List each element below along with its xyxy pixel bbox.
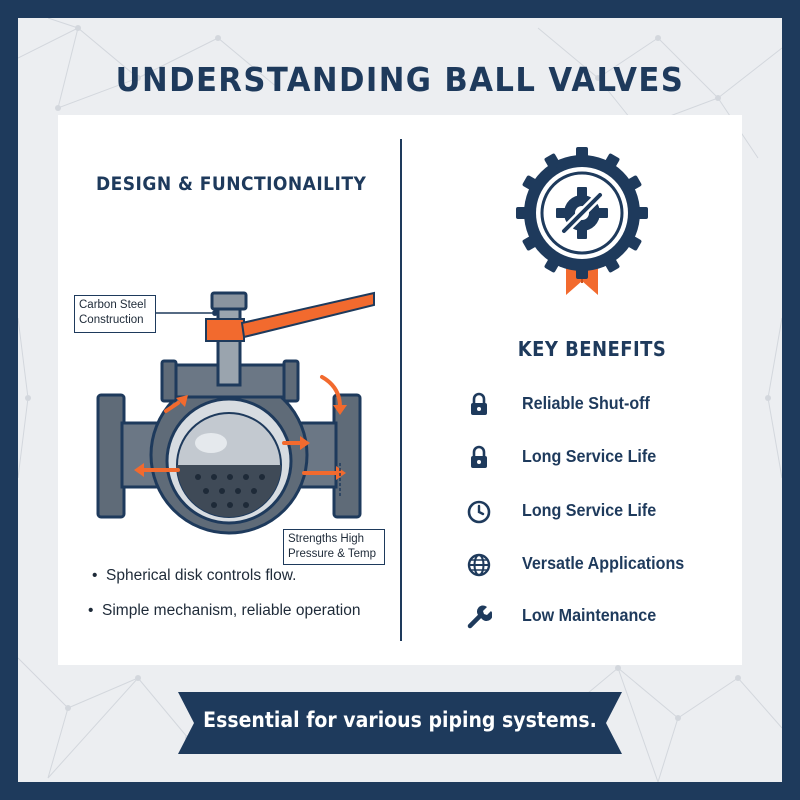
benefit-label: Long Service Life (522, 500, 657, 520)
page-title: UNDERSTANDING BALL VALVES (115, 60, 685, 99)
footer-banner: Essential for various piping systems. (178, 692, 622, 754)
benefit-item-reliable-shutoff: Reliable Shut-off (466, 389, 726, 419)
clock-icon (467, 500, 491, 524)
benefit-item-long-service-life: Long Service Life (466, 442, 726, 472)
benefit-label: Versatle Applications (522, 553, 685, 573)
banner-ribbon-shape (178, 692, 622, 754)
benefit-item-versatile-applications: Versatle Applications (466, 549, 726, 579)
infographic-frame: UNDERSTANDING BALL VALVES DESIGN & FUNCT… (18, 18, 782, 782)
key-benefits-heading: KEY BENEFITS (517, 337, 667, 361)
banner-text: Essential for various piping systems. (203, 708, 597, 732)
benefit-label: Reliable Shut-off (522, 393, 650, 413)
content-panel: DESIGN & FUNCTIONAILITY (58, 115, 742, 665)
design-heading: DESIGN & FUNCTIONAILITY (96, 173, 367, 195)
gear-wrench-badge-icon (516, 147, 648, 295)
callout-carbon-steel: Carbon Steel Construction (74, 295, 156, 333)
ball-valve-illustration (96, 291, 375, 535)
callout-strength-line-2: Pressure & Temp (288, 548, 376, 560)
callout-strength: Strengths High Pressure & Temp (283, 529, 385, 565)
bullet-item: Simple mechanism, reliable operation (88, 602, 360, 620)
column-divider (400, 139, 402, 641)
lock-icon (471, 445, 487, 468)
callout-strength-line-1: Strengths High (288, 533, 365, 545)
bullet-item: Spherical disk controls flow. (92, 567, 296, 585)
benefit-label: Long Service Life (522, 446, 657, 466)
callout-steel-line-1: Carbon Steel (79, 299, 147, 311)
benefit-item-low-maintenance: Low Maintenance (466, 601, 726, 631)
benefit-label: Low Maintenance (522, 605, 657, 625)
benefit-item-long-service-life-clock: Long Service Life (466, 496, 726, 526)
callout-steel-line-2: Construction (79, 314, 144, 326)
lock-icon (471, 392, 487, 415)
globe-icon (467, 553, 491, 577)
wrench-icon (467, 605, 492, 629)
